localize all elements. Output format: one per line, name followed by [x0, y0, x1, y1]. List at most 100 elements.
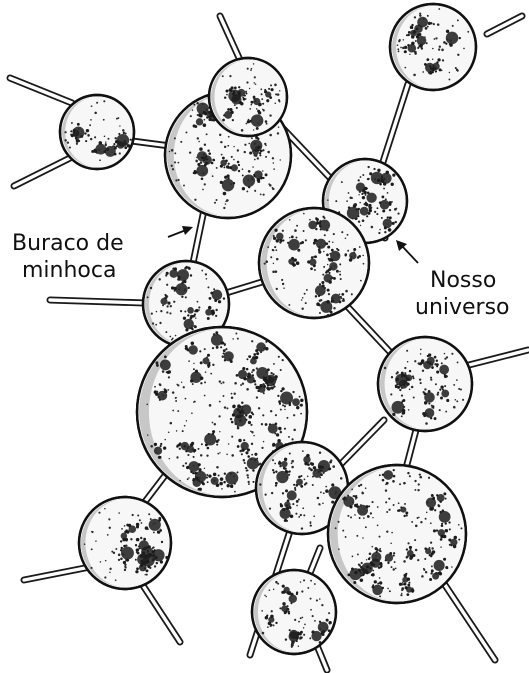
- galaxy-arm: [118, 133, 120, 135]
- star-speck: [251, 443, 253, 445]
- star-speck: [453, 384, 455, 386]
- star-speck: [202, 172, 204, 174]
- star-speck: [159, 383, 161, 385]
- galaxy-arm: [144, 561, 147, 564]
- galaxy-arm: [434, 356, 437, 359]
- galaxy-arm: [135, 570, 138, 573]
- star-speck: [441, 70, 442, 71]
- star-speck: [442, 59, 444, 61]
- star-speck: [233, 159, 235, 161]
- star-speck: [115, 579, 117, 581]
- star-speck: [263, 194, 265, 196]
- galaxy-arm: [345, 253, 348, 256]
- star-speck: [103, 119, 105, 121]
- star-speck: [314, 583, 316, 585]
- galaxy-arm: [275, 471, 277, 473]
- galaxy-arm: [193, 172, 195, 174]
- galaxy-arm: [449, 544, 451, 546]
- galaxy-core: [251, 114, 263, 126]
- star-speck: [269, 589, 271, 591]
- star-speck: [250, 430, 252, 432]
- star-speck: [415, 51, 416, 52]
- star-speck: [231, 454, 234, 457]
- galaxy-arm: [406, 34, 408, 36]
- star-speck: [406, 555, 408, 557]
- star-speck: [413, 378, 414, 379]
- star-speck: [371, 226, 374, 229]
- galaxy-arm: [269, 96, 272, 99]
- galaxy-arm: [436, 494, 438, 496]
- star-speck: [279, 101, 281, 103]
- star-speck: [261, 93, 263, 95]
- star-speck: [334, 265, 336, 267]
- galaxy-arm: [319, 312, 321, 314]
- galaxy-arm: [252, 356, 255, 359]
- galaxy-arm: [299, 638, 301, 640]
- star-speck: [341, 181, 343, 183]
- star-speck: [275, 249, 277, 251]
- galaxy-arm: [256, 458, 258, 460]
- galaxy-arm: [277, 395, 279, 397]
- galaxy-arm: [436, 61, 438, 63]
- star-speck: [319, 477, 321, 479]
- galaxy-arm: [313, 466, 316, 469]
- galaxy-arm: [408, 582, 410, 584]
- galaxy-arm: [224, 359, 226, 361]
- star-speck: [369, 552, 372, 555]
- star-speck: [273, 363, 275, 365]
- star-speck: [175, 400, 177, 402]
- star-speck: [289, 237, 290, 238]
- star-speck: [328, 612, 330, 614]
- galaxy-core: [425, 408, 435, 418]
- galaxy-arm: [243, 377, 246, 380]
- star-speck: [283, 287, 285, 289]
- galaxy-arm: [296, 640, 298, 642]
- star-speck: [438, 48, 440, 50]
- galaxy-arm: [425, 27, 428, 30]
- star-speck: [388, 498, 390, 500]
- star-speck: [413, 74, 416, 77]
- galaxy-arm: [248, 186, 250, 188]
- galaxy-arm: [424, 547, 427, 550]
- star-speck: [457, 19, 459, 21]
- star-speck: [433, 508, 434, 509]
- galaxy-arm: [271, 88, 274, 91]
- wormhole-tube-12: [346, 305, 390, 352]
- galaxy-arm: [187, 349, 190, 352]
- galaxy-core: [203, 155, 212, 164]
- star-speck: [287, 477, 289, 479]
- galaxy-arm: [428, 390, 431, 393]
- star-speck: [307, 476, 309, 478]
- star-speck: [263, 109, 265, 111]
- galaxy-arm: [434, 67, 437, 70]
- galaxy-arm: [176, 445, 179, 448]
- star-speck: [362, 537, 364, 539]
- galaxy-arm: [443, 535, 447, 539]
- star-speck: [232, 338, 234, 340]
- galaxy-arm: [316, 218, 319, 221]
- galaxy-arm: [431, 572, 433, 574]
- star-speck: [221, 488, 223, 490]
- star-speck: [244, 151, 246, 153]
- galaxy-arm: [331, 301, 333, 303]
- galaxy-arm: [206, 474, 208, 476]
- star-speck: [184, 289, 186, 291]
- galaxy-arm: [431, 366, 434, 369]
- star-speck: [185, 132, 187, 134]
- star-speck: [90, 119, 92, 121]
- star-speck: [217, 334, 219, 336]
- galaxy-arm: [279, 403, 281, 405]
- galaxy-arm: [266, 347, 268, 349]
- galaxy-arm: [393, 475, 396, 478]
- star-speck: [227, 177, 229, 179]
- star-speck: [100, 561, 102, 563]
- star-speck: [90, 138, 92, 140]
- star-speck: [179, 480, 180, 481]
- star-speck: [254, 76, 256, 78]
- galaxy-arm: [442, 509, 445, 512]
- star-speck: [175, 397, 176, 398]
- star-speck: [252, 432, 254, 434]
- star-speck: [147, 528, 149, 530]
- wormhole-tube-core: [487, 16, 522, 34]
- star-speck: [162, 370, 165, 373]
